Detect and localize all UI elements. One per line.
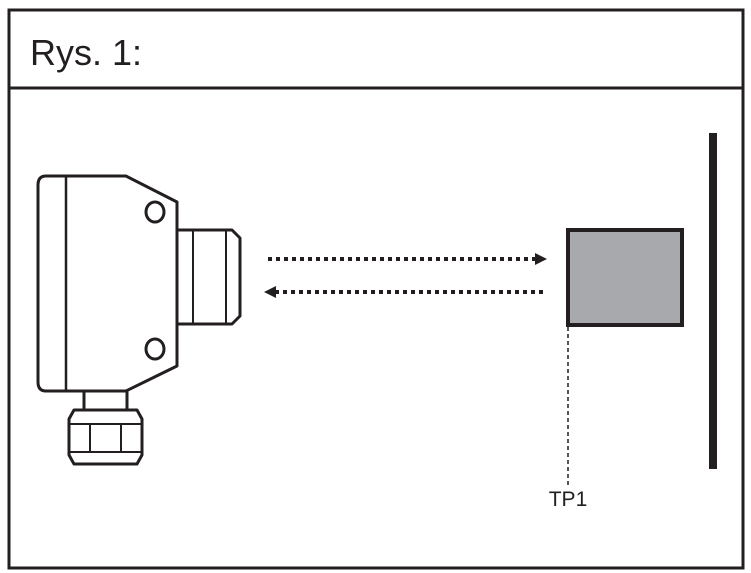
figure-title: Rys. 1:: [30, 32, 142, 73]
mounting-hole-top: [144, 200, 166, 224]
emitted-beam-arrowhead: [535, 253, 547, 265]
reflected-beam: [264, 286, 543, 298]
connector-nut: [67, 408, 144, 466]
reflected-beam-arrowhead: [264, 286, 276, 298]
sensor-icon: [36, 174, 242, 466]
sensor-housing: [36, 174, 179, 393]
tp1-label: TP1: [549, 488, 588, 511]
mounting-hole-bottom: [144, 337, 166, 361]
figure-frame: [7, 8, 745, 570]
emitted-beam: [268, 253, 547, 265]
lens-tube: [175, 228, 242, 326]
connector-neck: [82, 389, 129, 412]
target-object: [566, 228, 684, 327]
background-wall: [709, 133, 717, 469]
